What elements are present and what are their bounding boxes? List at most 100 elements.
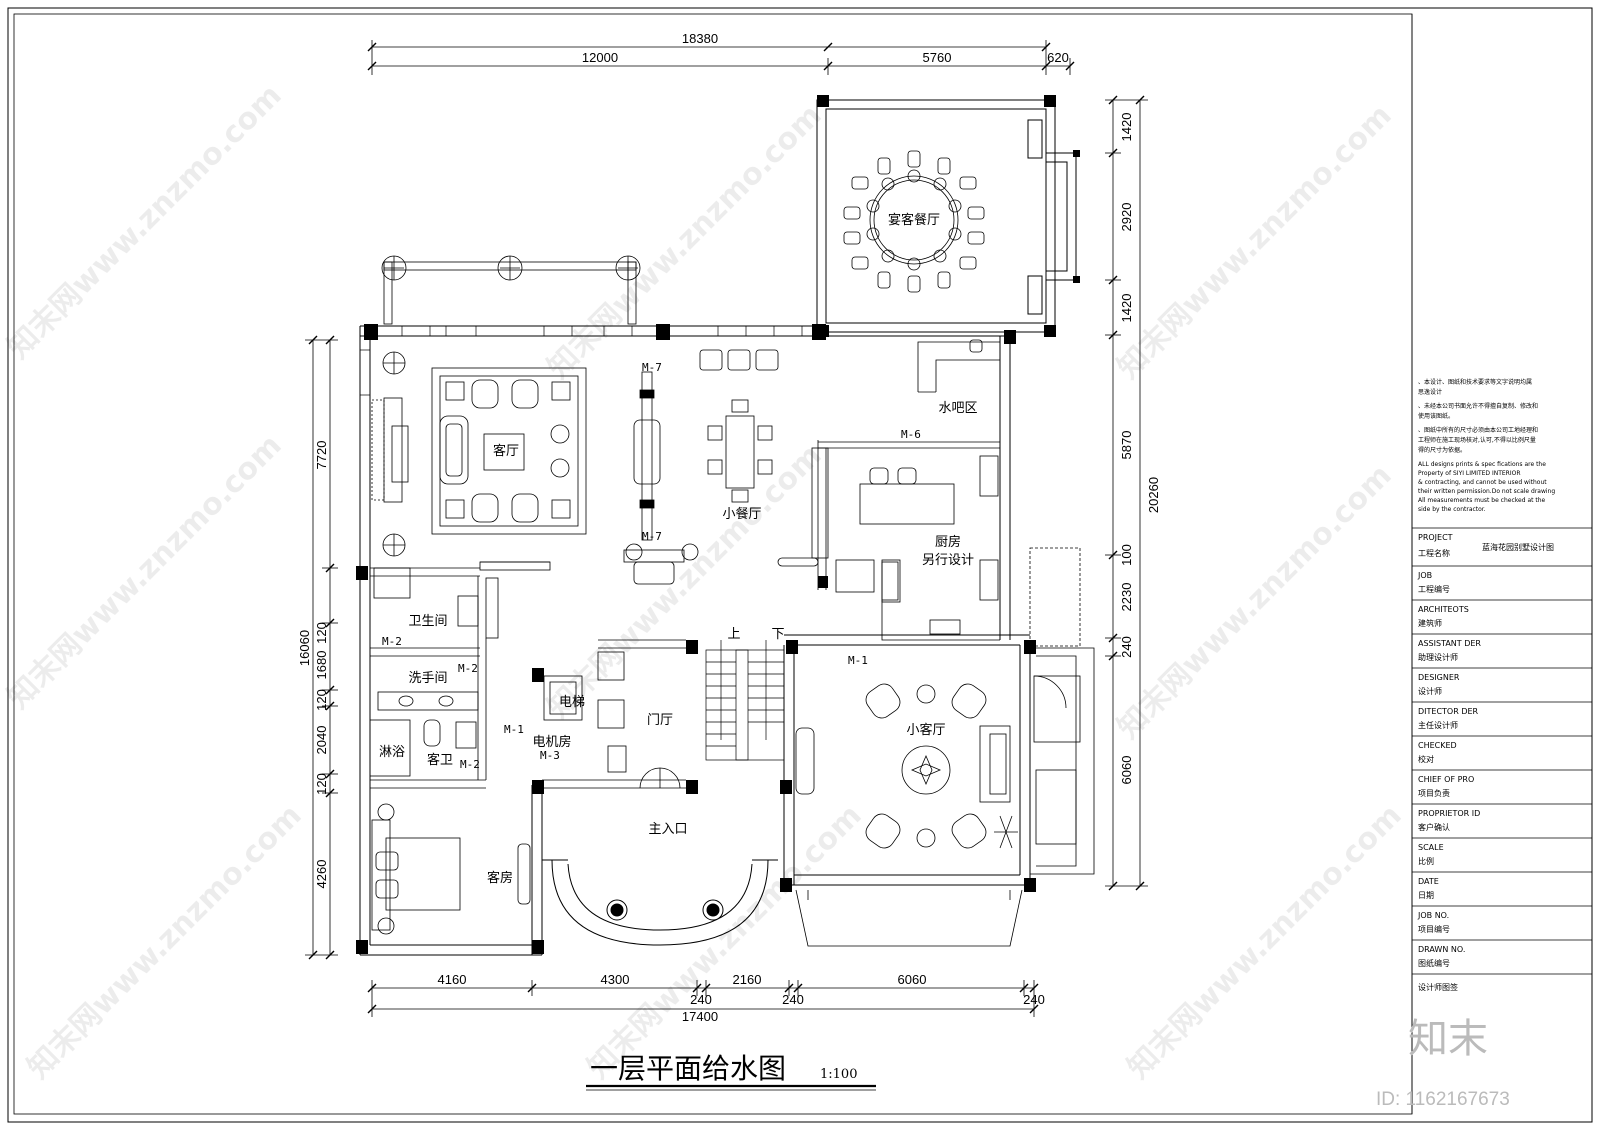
tb-chief-cn: 项目负责 bbox=[1418, 788, 1450, 798]
elevator-foyer bbox=[542, 639, 686, 789]
tb-designer-en: DESIGNER bbox=[1418, 673, 1460, 682]
small-living-furniture bbox=[795, 683, 1018, 849]
door-label-m6: M-6 bbox=[901, 428, 921, 441]
drawing-title: 一层平面给水图 bbox=[590, 1052, 786, 1085]
dim-bottom-240a: 240 bbox=[690, 992, 712, 1007]
dim-top-b: 5760 bbox=[923, 50, 952, 65]
dimension-ticks bbox=[308, 42, 1145, 1014]
room-label-small-living: 小客厅 bbox=[906, 722, 945, 738]
exterior-walls bbox=[359, 325, 1031, 956]
banquet-table bbox=[843, 150, 985, 293]
staircase bbox=[705, 640, 785, 761]
dim-bottom-6060: 6060 bbox=[898, 972, 927, 987]
note-line: Property of SIYI LIMITED INTERIOR bbox=[1418, 470, 1521, 477]
room-label-water-bar: 水吧区 bbox=[938, 401, 977, 416]
tb-drawn-cn: 图纸编号 bbox=[1418, 958, 1450, 968]
tb-date-en: DATE bbox=[1418, 877, 1439, 886]
room-label-living: 客厅 bbox=[493, 443, 519, 459]
note-line: & contracting, and cannot be used withou… bbox=[1418, 479, 1547, 486]
dim-top-a: 12000 bbox=[582, 50, 618, 65]
dim-left-2040: 2040 bbox=[314, 726, 329, 755]
dim-left-4260: 4260 bbox=[314, 860, 329, 889]
note-line: 、图纸中所有的尺寸必须由本公司工地经理和 bbox=[1418, 426, 1538, 434]
brand-watermark: 知末 bbox=[1408, 1016, 1488, 1062]
door-label-m2b: M-2 bbox=[458, 662, 478, 675]
dim-right-2230: 2230 bbox=[1119, 583, 1134, 612]
room-label-shower: 淋浴 bbox=[379, 745, 405, 760]
note-line: 思逸设计 bbox=[1418, 388, 1442, 396]
door-label-m1-left: M-1 bbox=[504, 723, 524, 736]
room-label-elevator: 电梯 bbox=[559, 695, 585, 710]
dim-left-16060: 16060 bbox=[297, 630, 312, 666]
bottom-terrace bbox=[795, 889, 1023, 947]
note-line: side by the contractor. bbox=[1418, 506, 1486, 513]
dim-top-c: 620 bbox=[1047, 50, 1069, 65]
living-room-furniture bbox=[371, 351, 587, 557]
room-label-kitchen-note: 另行设计 bbox=[922, 553, 974, 568]
dim-left-120a: 120 bbox=[314, 622, 329, 644]
sheet-border bbox=[7, 7, 1593, 1123]
tb-prop-en: PROPRIETOR ID bbox=[1418, 809, 1480, 818]
dim-bottom-240b: 240 bbox=[782, 992, 804, 1007]
left-wing-interiors bbox=[369, 561, 551, 935]
room-label-banquet: 宴客餐厅 bbox=[888, 212, 940, 228]
dim-right-6060: 6060 bbox=[1119, 756, 1134, 785]
stairs-down-label: 下 bbox=[771, 627, 784, 642]
tb-jobno-en: JOB NO. bbox=[1417, 911, 1449, 920]
door-label-m3: M-3 bbox=[540, 749, 560, 762]
watermark-text: 知末网www.znzmo.com bbox=[1121, 798, 1409, 1086]
dim-left-120c: 120 bbox=[314, 773, 329, 795]
door-label-m2a: M-2 bbox=[382, 635, 402, 648]
tb-chief-en: CHIEF OF PRO bbox=[1418, 775, 1474, 784]
dim-top-total: 18380 bbox=[682, 31, 718, 46]
watermark-text: 知末网www.znzmo.com bbox=[541, 98, 829, 386]
banquet-hall-walls bbox=[816, 99, 1077, 333]
entrance-porch bbox=[542, 859, 778, 946]
tb-arch-cn: 建筑师 bbox=[1418, 618, 1442, 628]
note-line: 、本设计、图纸和技术要求等文字说明均属 bbox=[1418, 378, 1532, 386]
dim-bottom-4160: 4160 bbox=[438, 972, 467, 987]
tb-checked-en: CHECKED bbox=[1418, 741, 1457, 750]
dim-right-1420a: 1420 bbox=[1119, 113, 1134, 142]
watermark-layer: 知末网www.znzmo.com 知末网www.znzmo.com 知末网www… bbox=[1, 78, 1409, 1086]
tb-designer-cn: 设计师 bbox=[1418, 686, 1442, 696]
image-id-watermark: ID: 1162167673 bbox=[1376, 1089, 1510, 1110]
tb-assist-cn: 助理设计师 bbox=[1418, 652, 1458, 662]
watermark-text: 知末网www.znzmo.com bbox=[1, 428, 289, 716]
right-annex bbox=[1029, 547, 1095, 875]
door-label-m2c: M-2 bbox=[460, 758, 480, 771]
tb-checked-cn: 校对 bbox=[1418, 754, 1434, 764]
room-label-washroom: 洗手间 bbox=[408, 671, 447, 686]
room-label-entrance: 主入口 bbox=[648, 822, 687, 837]
dim-left-120b: 120 bbox=[314, 689, 329, 711]
dim-right-2920: 2920 bbox=[1119, 203, 1134, 232]
tb-date-cn: 日期 bbox=[1418, 891, 1434, 900]
tb-director-cn: 主任设计师 bbox=[1418, 720, 1458, 730]
room-label-guest-room: 客房 bbox=[487, 870, 513, 886]
living-dining-partition bbox=[623, 371, 699, 585]
dining-furniture bbox=[699, 349, 779, 503]
tb-scale-cn: 比例 bbox=[1418, 856, 1434, 866]
top-windows bbox=[359, 325, 803, 396]
tb-project-value: 蓝海花园别墅设计图 bbox=[1482, 542, 1554, 552]
tb-director-en: DITECTOR DER bbox=[1418, 707, 1479, 716]
dim-right-20260: 20260 bbox=[1146, 477, 1161, 513]
note-line: 工程师在施工现场核对,认可,不得以比例尺量 bbox=[1418, 436, 1536, 444]
drawing-scale: 1:100 bbox=[820, 1067, 857, 1082]
dim-bottom-240c: 240 bbox=[1023, 992, 1045, 1007]
note-line: 使用该图纸。 bbox=[1418, 412, 1454, 420]
room-label-elevator-room: 电机房 bbox=[532, 734, 571, 750]
watermark-text: 知末网www.znzmo.com bbox=[1111, 98, 1399, 386]
tb-sign-cn: 设计师图签 bbox=[1418, 982, 1458, 992]
note-line: their written permission.Do not scale dr… bbox=[1418, 488, 1555, 495]
title-block-frame bbox=[1411, 14, 1592, 1114]
note-line: ALL designs prints & spec fications are … bbox=[1418, 461, 1546, 468]
dim-right-5870: 5870 bbox=[1119, 431, 1134, 460]
room-label-bathroom: 卫生间 bbox=[408, 614, 447, 629]
tb-project-en: PROJECT bbox=[1418, 533, 1453, 542]
watermark-text: 知末网www.znzmo.com bbox=[541, 438, 829, 726]
title-block-notes: 、本设计、图纸和技术要求等文字说明均属 思逸设计 、未经本公司书面允许不得擅自复… bbox=[1418, 378, 1555, 513]
tb-jobno-cn: 项目编号 bbox=[1418, 924, 1450, 934]
watermark-text: 知末网www.znzmo.com bbox=[21, 798, 309, 1086]
dim-bottom-total: 17400 bbox=[682, 1009, 718, 1024]
